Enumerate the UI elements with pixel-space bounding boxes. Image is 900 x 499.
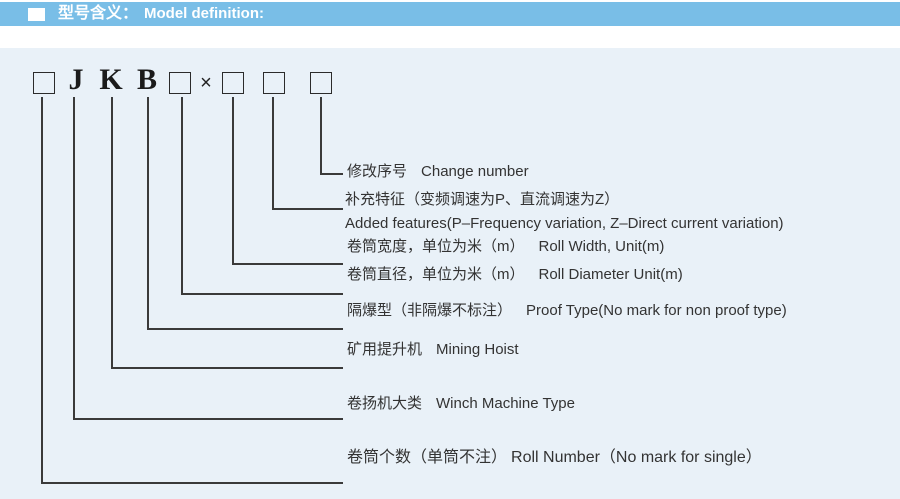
- connector-roll-width-horizontal: [232, 263, 343, 265]
- page-background: [0, 48, 900, 499]
- section-header-bar: 型号含义： Model definition:: [0, 2, 900, 26]
- connector-winch-type-horizontal: [73, 418, 343, 420]
- label-winch-machine-type: 卷扬机大类 Winch Machine Type: [347, 395, 575, 413]
- section-title-en: Model definition:: [144, 5, 264, 22]
- connector-winch-type-vertical: [73, 97, 75, 418]
- connector-mining-hoist-horizontal: [111, 367, 343, 369]
- section-title-cn: 型号含义：: [58, 5, 139, 22]
- label-change-number-cn: 修改序号: [347, 163, 408, 180]
- connector-proof-type-vertical: [147, 97, 149, 328]
- code-box-roll-width: [222, 72, 244, 94]
- label-added-features: 补充特征（变频调速为P、直流调速为Z） Added features(P–Freq…: [345, 191, 784, 233]
- label-change-number: 修改序号 Change number: [347, 163, 529, 181]
- label-roll-number-en: Roll Number（No mark for single）: [511, 449, 762, 466]
- connector-change-number-vertical: [320, 97, 322, 173]
- connector-change-number-horizontal: [320, 173, 343, 175]
- connector-added-features-horizontal: [272, 208, 343, 210]
- connector-roll-diameter-horizontal: [181, 293, 343, 295]
- code-letter-b: B: [136, 63, 157, 96]
- label-change-number-en: Change number: [421, 163, 529, 180]
- label-roll-width: 卷筒宽度，单位为米（m） Roll Width, Unit(m): [347, 238, 664, 256]
- label-winch-machine-type-en: Winch Machine Type: [436, 395, 575, 412]
- connector-mining-hoist-vertical: [111, 97, 113, 367]
- label-mining-hoist-en: Mining Hoist: [436, 341, 519, 358]
- square-bullet-icon: [28, 8, 45, 21]
- connector-roll-number-horizontal: [41, 482, 343, 484]
- code-letter-j: J: [68, 63, 84, 96]
- label-added-features-en: Added features(P–Frequency variation, Z–…: [345, 215, 784, 232]
- label-roll-number-cn: 卷筒个数（单筒不注）: [347, 449, 508, 466]
- code-letter-k: K: [99, 63, 123, 96]
- connector-added-features-vertical: [272, 97, 274, 208]
- label-roll-width-cn: 卷筒宽度，单位为米（m）: [347, 238, 525, 255]
- label-proof-type: 隔爆型（非隔爆不标注） Proof Type(No mark for non pr…: [347, 302, 787, 320]
- label-added-features-cn: 补充特征（变频调速为P、直流调速为Z）: [345, 191, 620, 208]
- connector-roll-width-vertical: [232, 97, 234, 263]
- code-box-roll-diameter: [169, 72, 191, 94]
- code-box-added-features: [263, 72, 285, 94]
- code-box-change-number: [310, 72, 332, 94]
- label-roll-diameter-cn: 卷筒直径，单位为米（m）: [347, 266, 525, 283]
- label-roll-number: 卷筒个数（单筒不注）Roll Number（No mark for single…: [347, 449, 762, 467]
- multiply-sign: ×: [200, 72, 212, 94]
- label-proof-type-cn: 隔爆型（非隔爆不标注）: [347, 302, 513, 319]
- connector-roll-number-vertical: [41, 97, 43, 482]
- label-mining-hoist-cn: 矿用提升机: [347, 341, 423, 358]
- code-box-roll-number: [33, 72, 55, 94]
- label-roll-diameter: 卷筒直径，单位为米（m） Roll Diameter Unit(m): [347, 266, 683, 284]
- label-roll-width-en: Roll Width, Unit(m): [538, 238, 665, 255]
- connector-proof-type-horizontal: [147, 328, 343, 330]
- label-winch-machine-type-cn: 卷扬机大类: [347, 395, 423, 412]
- connector-roll-diameter-vertical: [181, 97, 183, 293]
- section-title: 型号含义： Model definition:: [58, 2, 264, 26]
- label-mining-hoist: 矿用提升机 Mining Hoist: [347, 341, 519, 359]
- label-proof-type-en: Proof Type(No mark for non proof type): [526, 302, 787, 319]
- label-roll-diameter-en: Roll Diameter Unit(m): [538, 266, 683, 283]
